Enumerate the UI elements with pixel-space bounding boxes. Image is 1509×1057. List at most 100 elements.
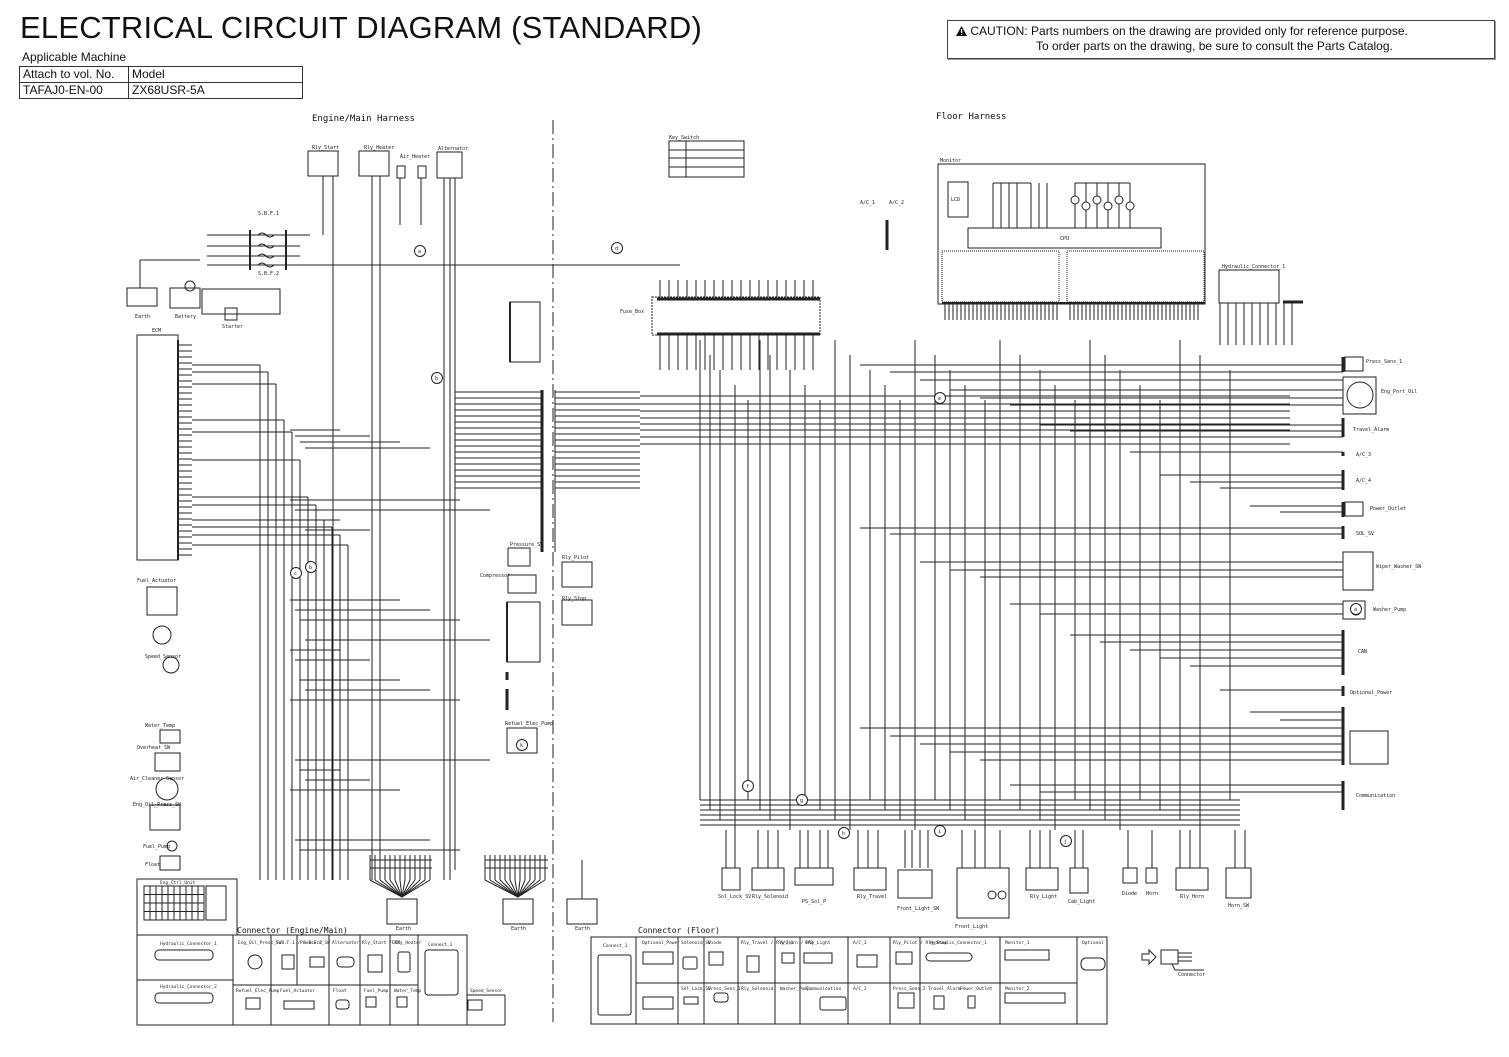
diode-label: Diode <box>1122 891 1137 897</box>
water-temp-label: Water_Temp <box>145 723 175 729</box>
monitor-label: Monitor <box>940 158 961 164</box>
front-light-box <box>956 867 1010 919</box>
connector-legend-label: Hydraulic_Connector_2 <box>160 984 217 990</box>
connector-legend-label: CAB <box>805 940 813 946</box>
earth-box-4 <box>566 898 598 925</box>
connector-symbol-icon <box>1160 949 1179 965</box>
junction-letter: c <box>294 571 297 577</box>
fuel-actuator-box <box>146 586 178 616</box>
monitor-box <box>937 163 1206 305</box>
air-heater-2 <box>417 165 427 179</box>
rly-light-box <box>1025 867 1059 891</box>
air-cleaner-label: Air_Cleaner_Sensor <box>130 776 184 782</box>
connector-legend-label: Solenoid_SV <box>681 940 711 946</box>
cab-light-label: Cab_Light <box>1068 899 1095 905</box>
junction-marker <box>290 567 302 579</box>
ps-sol-p-label: PS_Sol_P <box>802 899 826 905</box>
press-sens-1-box <box>1344 356 1364 372</box>
junction-marker <box>934 825 946 837</box>
connector-legend-label: Monitor_2 <box>1005 986 1030 992</box>
ground-bundle-wire <box>394 879 403 898</box>
fuse-box <box>651 296 821 336</box>
connector-legend-label: Rly_Solenoid <box>741 986 774 992</box>
float-box <box>159 855 181 871</box>
fuel-actuator-label: Fuel_Actuator <box>137 578 176 584</box>
junction-letter: b <box>435 376 438 382</box>
battery-box <box>169 287 201 309</box>
battery-bus <box>201 288 281 315</box>
front-light-label: Front_Light <box>955 924 988 930</box>
indicator-lamp-icon <box>1081 201 1091 211</box>
washer-pump-label: Washer_Pump <box>1373 607 1406 613</box>
connector-legend-label: A/C_3 <box>853 940 867 946</box>
junction-marker <box>516 739 528 751</box>
ground-bundle-wire <box>399 879 403 898</box>
diagram-title: ELECTRICAL CIRCUIT DIAGRAM (STANDARD) <box>20 10 702 45</box>
starter-label: Starter <box>222 324 243 330</box>
cpu-box <box>967 227 1162 249</box>
connector-legend-label: Washer_Pump <box>780 986 810 992</box>
junction-letter: a <box>418 249 421 255</box>
solenoid-sv-label: Sol_Lock_SV <box>718 894 751 900</box>
ground-bundle-wire <box>401 879 406 898</box>
junction-marker <box>305 561 317 573</box>
connector-legend-label: Connect_1 <box>603 943 628 949</box>
horn-label: Horn <box>1146 891 1158 897</box>
horn-box <box>1145 867 1158 884</box>
air-heater-1 <box>396 165 406 179</box>
junction-marker <box>934 392 946 404</box>
connector-legend-label: Alternator <box>332 940 359 946</box>
hydraulic-connector-r-box <box>1218 269 1280 304</box>
earth-label-2: Earth <box>396 926 411 932</box>
float-label: Float <box>145 862 160 868</box>
connector-symbol-label: Connector <box>1178 972 1205 978</box>
hydraulic-connector-r-label: Hydraulic_Connector_1 <box>1222 264 1285 270</box>
rly-pilot-box <box>561 561 593 588</box>
eng-oil-press-label: Eng_Oil_Press_SW <box>133 802 182 808</box>
rly-solenoid-box <box>751 867 785 891</box>
caution-box: CAUTION: Parts numbers on the drawing ar… <box>947 20 1495 59</box>
connector-legend-label: A/C_2 <box>853 986 867 992</box>
can-label: CAN <box>1358 649 1367 655</box>
rly-start-box <box>307 150 339 177</box>
rly-stop-box <box>561 599 593 626</box>
connector-legend-label: Refuel_Elec_Pump <box>236 988 280 994</box>
ground-bundle-wire <box>517 879 536 898</box>
press-sens-1-label: Press_Sens_1 <box>1366 359 1402 365</box>
connector-legend-floor <box>590 936 1108 1025</box>
floor-harness-label: Floor Harness <box>936 112 1007 122</box>
connector-legend-label: Hydraulic_Connector_1 <box>160 941 217 947</box>
junction-letter: k <box>520 743 523 749</box>
connector-legend-label: ECM <box>392 940 400 946</box>
pressure-sw-box <box>507 547 531 567</box>
connector-legend-label: Eng_Oil_Press_SW <box>238 940 282 946</box>
ground-bundle-wire <box>517 879 526 898</box>
model-cell: ZX68USR-5A <box>128 82 303 99</box>
eng-ctrl-unit-panel <box>136 878 238 936</box>
junction-marker <box>796 794 808 806</box>
cpu-label: CPU <box>1060 236 1069 242</box>
ps-sol-p-box <box>794 867 834 886</box>
ground-bundle-wire <box>379 879 403 898</box>
ac2-label: A/C_2 <box>889 200 904 206</box>
battery-label: Battery <box>175 314 196 320</box>
connector-legend-label: A/C_1 <box>780 940 794 946</box>
rly-stop-label: Rly_Stop <box>562 596 586 602</box>
ground-bundle-wire <box>401 879 431 898</box>
ground-bundle-wire <box>517 879 546 898</box>
earth-label-3: Earth <box>511 926 526 932</box>
applicable-machine-label: Applicable Machine <box>22 50 127 64</box>
key-switch-label: Key_Switch <box>669 135 699 141</box>
connector-legend-label: Connect_1 <box>428 942 453 948</box>
rly-light-label: Rly_Light <box>1030 894 1057 900</box>
ground-bundle-wire <box>401 879 416 898</box>
ground-bundle-wire <box>499 879 519 898</box>
hydraulic-connector-1-box <box>509 301 541 363</box>
connector-legend-label: Rly_Pilot / Rly_Stop <box>893 940 947 946</box>
eng-port-oil-label: Eng_Port_Oil <box>1381 389 1417 395</box>
refuel-pump-label: Refuel_Elec_Pump <box>505 721 553 727</box>
rly-start-label: Rly_Start <box>312 145 339 151</box>
ground-bundle-wire <box>517 879 521 898</box>
connector-legend-label: Hydraulic_Connector_1 <box>930 940 987 946</box>
connector-legend-label: Rly_Start / Rly_Heater <box>362 940 422 946</box>
